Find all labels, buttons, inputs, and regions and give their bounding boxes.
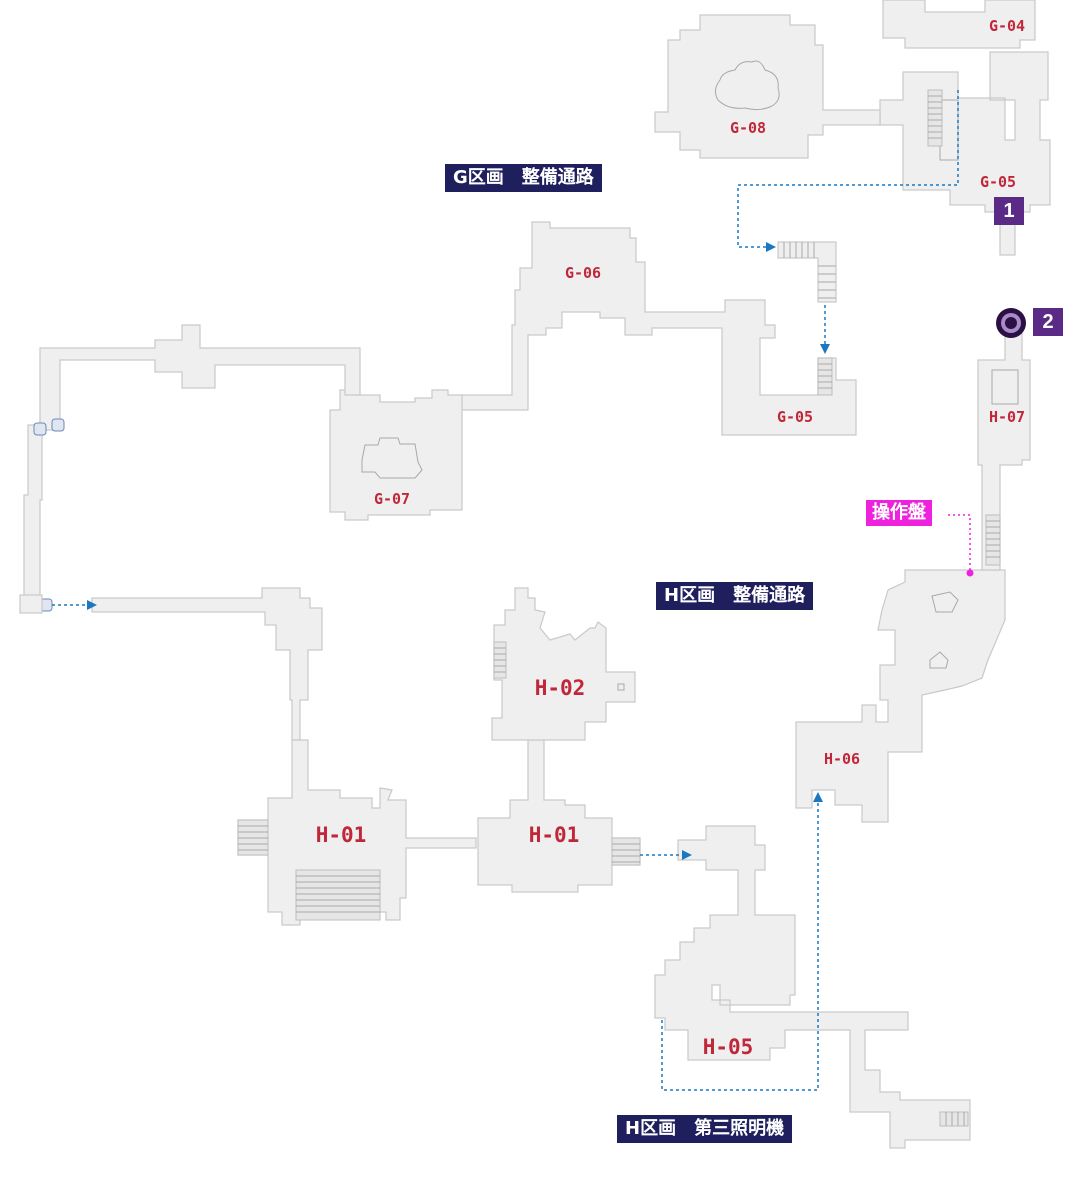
room-g04 bbox=[882, 0, 1036, 49]
arrow-right-icon bbox=[87, 600, 97, 610]
label-g07: G-07 bbox=[374, 490, 410, 508]
stairs-g05 bbox=[817, 357, 833, 396]
area-label-h-light: H区画 第三照明機 bbox=[617, 1115, 793, 1143]
arrow-down-icon bbox=[820, 344, 830, 354]
stairs-h01-right bbox=[611, 837, 641, 866]
stair-link-g bbox=[777, 241, 837, 303]
arrow-right-icon bbox=[682, 850, 692, 860]
stairs-h05 bbox=[939, 1111, 969, 1127]
h06-detail-1 bbox=[931, 591, 959, 613]
room-h06 bbox=[795, 569, 1006, 823]
room-h01-right bbox=[477, 739, 641, 893]
label-h02: H-02 bbox=[535, 676, 586, 700]
area-label-g-corridor: G区画 整備通路 bbox=[445, 164, 602, 192]
stairs-h01-left bbox=[237, 819, 381, 921]
stairs-h02 bbox=[493, 641, 507, 679]
label-h07: H-07 bbox=[989, 408, 1025, 426]
g08-fountain bbox=[714, 60, 780, 111]
room-g06 bbox=[459, 221, 857, 436]
room-h02 bbox=[491, 587, 636, 741]
label-g06: G-06 bbox=[565, 264, 601, 282]
h07-detail bbox=[991, 369, 1019, 405]
hall-h-entry bbox=[91, 587, 323, 741]
area-label-h-corridor: H区画 整備通路 bbox=[656, 582, 814, 610]
arrow-right-icon bbox=[766, 242, 776, 252]
room-labels: G-04 G-08 G-05 G-06 G-05 G-07 H-07 H-02 … bbox=[316, 17, 1025, 1059]
label-g05-top: G-05 bbox=[980, 173, 1016, 191]
label-h01-right: H-01 bbox=[529, 823, 580, 847]
control-panel-label: 操作盤 bbox=[866, 500, 932, 526]
label-h05: H-05 bbox=[703, 1035, 754, 1059]
g07-fountain bbox=[361, 437, 423, 479]
stairs-h07 bbox=[985, 514, 1001, 566]
h-area bbox=[91, 329, 1031, 1149]
label-g04: G-04 bbox=[989, 17, 1025, 35]
label-h06: H-06 bbox=[824, 750, 860, 768]
label-g05: G-05 bbox=[777, 408, 813, 426]
route-g05-to-link bbox=[737, 90, 959, 248]
h02-button bbox=[617, 683, 625, 691]
room-g08 bbox=[654, 14, 881, 159]
g-area bbox=[19, 0, 1051, 614]
hall-g-bottom bbox=[19, 594, 43, 614]
room-g05-top bbox=[879, 51, 1051, 213]
marker-1: 1 bbox=[994, 197, 1024, 225]
ring-marker-icon bbox=[996, 308, 1026, 338]
hall-g-corridor bbox=[23, 324, 361, 599]
control-panel-dot bbox=[966, 569, 974, 577]
routes bbox=[52, 90, 974, 1091]
h06-detail-2 bbox=[929, 651, 949, 669]
label-h01-left: H-01 bbox=[316, 823, 367, 847]
stairs-g-link bbox=[783, 242, 836, 299]
label-g08: G-08 bbox=[730, 119, 766, 137]
room-h05 bbox=[654, 825, 971, 1149]
room-h07 bbox=[977, 329, 1031, 571]
room-g07 bbox=[329, 389, 463, 521]
marker-2: 2 bbox=[1033, 308, 1063, 336]
stairs-g05-top bbox=[927, 89, 943, 147]
arrow-up-icon bbox=[813, 792, 823, 802]
route-control-panel bbox=[948, 514, 971, 572]
